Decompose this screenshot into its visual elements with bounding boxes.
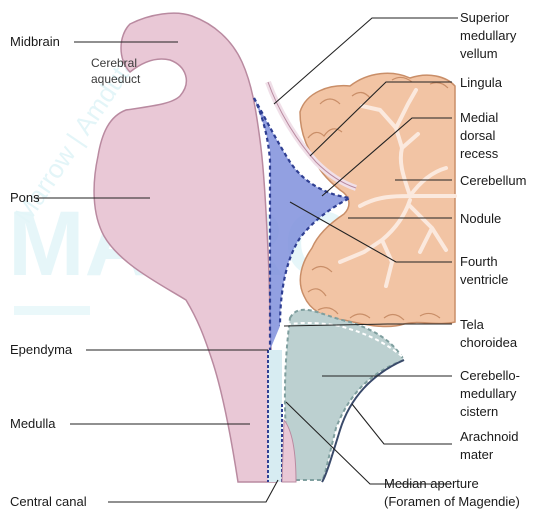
label-medial-dorsal-recess-1: Medial	[460, 110, 498, 125]
label-midbrain: Midbrain	[10, 34, 60, 49]
central-canal-region	[268, 350, 282, 482]
label-cerebellomedullary-cistern-2: medullary	[460, 386, 517, 401]
watermark-bar	[14, 306, 90, 315]
label-medial-dorsal-recess-2: dorsal	[460, 128, 496, 143]
label-arachnoid-mater-2: mater	[460, 447, 494, 462]
label-cerebral-aqueduct-2: aqueduct	[91, 72, 141, 86]
label-cerebral-aqueduct-1: Cerebral	[91, 56, 137, 70]
label-ependyma: Ependyma	[10, 342, 73, 357]
leader-arachnoid-mater	[352, 404, 452, 444]
label-median-aperture-1: Median aperture	[384, 476, 479, 491]
label-superior-medullary-velum-1: Superior	[460, 10, 510, 25]
label-pons: Pons	[10, 190, 40, 205]
label-fourth-ventricle-2: ventricle	[460, 272, 508, 287]
label-cerebellum: Cerebellum	[460, 173, 526, 188]
label-central-canal: Central canal	[10, 494, 87, 509]
label-median-aperture-2: (Foramen of Magendie)	[384, 494, 520, 509]
label-superior-medullary-velum-2: medullary	[460, 28, 517, 43]
label-medulla: Medulla	[10, 416, 56, 431]
label-lingula: Lingula	[460, 75, 503, 90]
label-cerebellomedullary-cistern-3: cistern	[460, 404, 498, 419]
label-superior-medullary-velum-3: vellum	[460, 46, 498, 61]
label-nodule: Nodule	[460, 211, 501, 226]
label-tela-choroidea-1: Tela	[460, 317, 485, 332]
label-cerebellomedullary-cistern-1: Cerebello-	[460, 368, 520, 383]
label-arachnoid-mater-1: Arachnoid	[460, 429, 519, 444]
leader-central-canal	[108, 480, 278, 502]
label-medial-dorsal-recess-3: recess	[460, 146, 499, 161]
label-tela-choroidea-2: choroidea	[460, 335, 518, 350]
cerebellomedullary-cistern-region	[285, 310, 404, 480]
label-fourth-ventricle-1: Fourth	[460, 254, 498, 269]
